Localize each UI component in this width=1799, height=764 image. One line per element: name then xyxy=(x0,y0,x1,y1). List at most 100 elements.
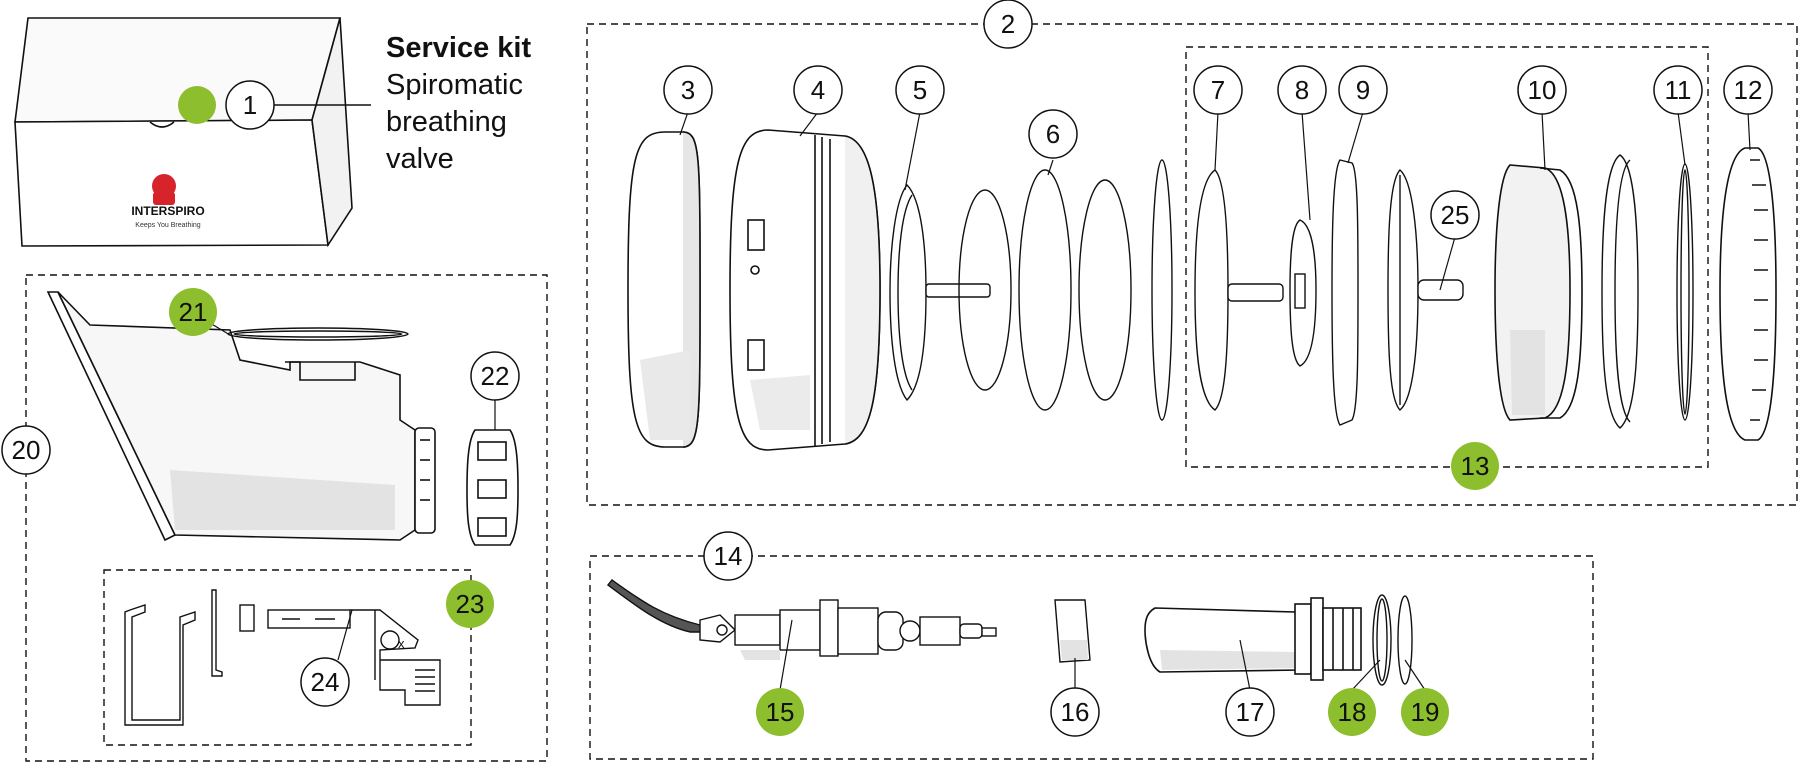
callout-16-circle xyxy=(1050,687,1100,737)
group-frame-14 xyxy=(589,555,1594,760)
group-frame-2 xyxy=(586,23,1798,506)
callout-24: 24 xyxy=(300,657,350,707)
callout-21-label: 21 xyxy=(179,297,208,327)
callout-24-circle xyxy=(300,657,350,707)
part-10-rings xyxy=(1601,154,1639,429)
callout-1: 1 xyxy=(225,80,275,130)
callout-5-circle xyxy=(895,65,945,115)
callout-20-circle xyxy=(1,425,51,475)
callout-3-label: 3 xyxy=(681,75,695,105)
part-6-spring xyxy=(958,159,1173,421)
part-16-cup xyxy=(1054,599,1091,663)
kit-green-dot xyxy=(178,86,216,124)
callout-10-circle xyxy=(1517,65,1567,115)
service-kit-caption: Service kit Spiromatic breathing valve xyxy=(386,30,531,178)
callout-10-label: 10 xyxy=(1528,75,1557,105)
part-22-nut xyxy=(466,429,519,546)
part-15-lever-assembly xyxy=(606,579,997,660)
callout-9-label: 9 xyxy=(1356,75,1370,105)
callout-8-label: 8 xyxy=(1295,75,1309,105)
service-kit-title: Service kit xyxy=(386,32,532,64)
callout-13: 13 xyxy=(1451,442,1499,490)
callout-13-label: 13 xyxy=(1461,451,1490,481)
part-12-nut xyxy=(1719,147,1777,441)
part-23-small-parts: x xyxy=(124,589,441,726)
callout-23-circle xyxy=(446,580,494,628)
callout-6-label: 6 xyxy=(1046,119,1060,149)
box-brand-text: INTERSPIRO xyxy=(131,204,204,218)
callout-22: 22 xyxy=(470,351,520,401)
callout-21-circle xyxy=(169,288,217,336)
callout-10: 10 xyxy=(1517,65,1567,115)
part-18-o-ring xyxy=(1372,594,1392,686)
callout-23: 23 xyxy=(446,580,494,628)
callout-17-label: 17 xyxy=(1236,697,1265,727)
part-17-tube xyxy=(1144,597,1362,681)
callout-19-label: 19 xyxy=(1411,697,1440,727)
callout-17-circle xyxy=(1225,687,1275,737)
callout-18-label: 18 xyxy=(1338,697,1367,727)
callout-4: 4 xyxy=(793,65,843,115)
part-19-o-ring xyxy=(1397,595,1413,685)
callout-15: 15 xyxy=(756,688,804,736)
callout-18-circle xyxy=(1328,688,1376,736)
callout-20-label: 20 xyxy=(12,435,41,465)
part-24-x-mark: x xyxy=(398,636,405,651)
callout-13-circle xyxy=(1451,442,1499,490)
callout-1-circle xyxy=(225,80,275,130)
callout-14-circle xyxy=(703,531,753,581)
callout-2-circle xyxy=(983,0,1033,49)
callout-25-label: 25 xyxy=(1441,200,1470,230)
callout-19-circle xyxy=(1401,688,1449,736)
callout-8-circle xyxy=(1277,65,1327,115)
part-7-valve-disc xyxy=(1194,169,1284,411)
callout-9: 9 xyxy=(1338,65,1388,115)
callout-14: 14 xyxy=(703,531,753,581)
callout-21: 21 xyxy=(169,288,217,336)
callout-22-label: 22 xyxy=(481,361,510,391)
part-8-cap xyxy=(1289,219,1317,367)
callout-11-label: 11 xyxy=(1665,75,1692,105)
part-21-o-ring xyxy=(227,327,409,341)
callout-8: 8 xyxy=(1277,65,1327,115)
callout-17: 17 xyxy=(1225,687,1275,737)
callout-11-circle xyxy=(1653,65,1703,115)
group-frame-13 xyxy=(1185,46,1709,468)
callout-12: 12 xyxy=(1723,65,1773,115)
callout-12-label: 12 xyxy=(1734,75,1763,105)
callout-5: 5 xyxy=(895,65,945,115)
callout-15-label: 15 xyxy=(766,697,795,727)
part-5-diaphragm xyxy=(889,183,991,402)
part-25-piston xyxy=(1387,169,1464,411)
callout-12-circle xyxy=(1723,65,1773,115)
callout-7: 7 xyxy=(1193,65,1243,115)
part-10-cylinder xyxy=(1494,164,1583,421)
part-20-body xyxy=(46,291,436,542)
callout-20: 20 xyxy=(1,425,51,475)
callout-23-label: 23 xyxy=(456,589,485,619)
callout-14-label: 14 xyxy=(714,541,743,571)
callout-2: 2 xyxy=(983,0,1033,49)
box-tagline-text: Keeps You Breathing xyxy=(135,222,200,229)
service-kit-box: INTERSPIRO Keeps You Breathing xyxy=(14,17,353,248)
service-kit-line-1: Spiromatic xyxy=(386,69,523,101)
service-kit-line-3: valve xyxy=(386,143,454,175)
callout-5-label: 5 xyxy=(913,75,927,105)
callout-24-label: 24 xyxy=(311,667,340,697)
group-frame-20 xyxy=(25,274,548,762)
callout-3-circle xyxy=(663,65,713,115)
part-4-housing xyxy=(729,129,881,451)
callout-7-circle xyxy=(1193,65,1243,115)
callout-18: 18 xyxy=(1328,688,1376,736)
callout-16-label: 16 xyxy=(1061,697,1090,727)
callout-16: 16 xyxy=(1050,687,1100,737)
part-3-cover xyxy=(627,131,701,448)
callout-7-label: 7 xyxy=(1211,75,1225,105)
callout-11: 11 xyxy=(1653,65,1703,115)
callout-25-circle xyxy=(1430,190,1480,240)
service-kit-line-2: breathing xyxy=(386,106,507,138)
callout-4-label: 4 xyxy=(811,75,825,105)
interspiro-logo: INTERSPIRO Keeps You Breathing xyxy=(131,174,205,229)
